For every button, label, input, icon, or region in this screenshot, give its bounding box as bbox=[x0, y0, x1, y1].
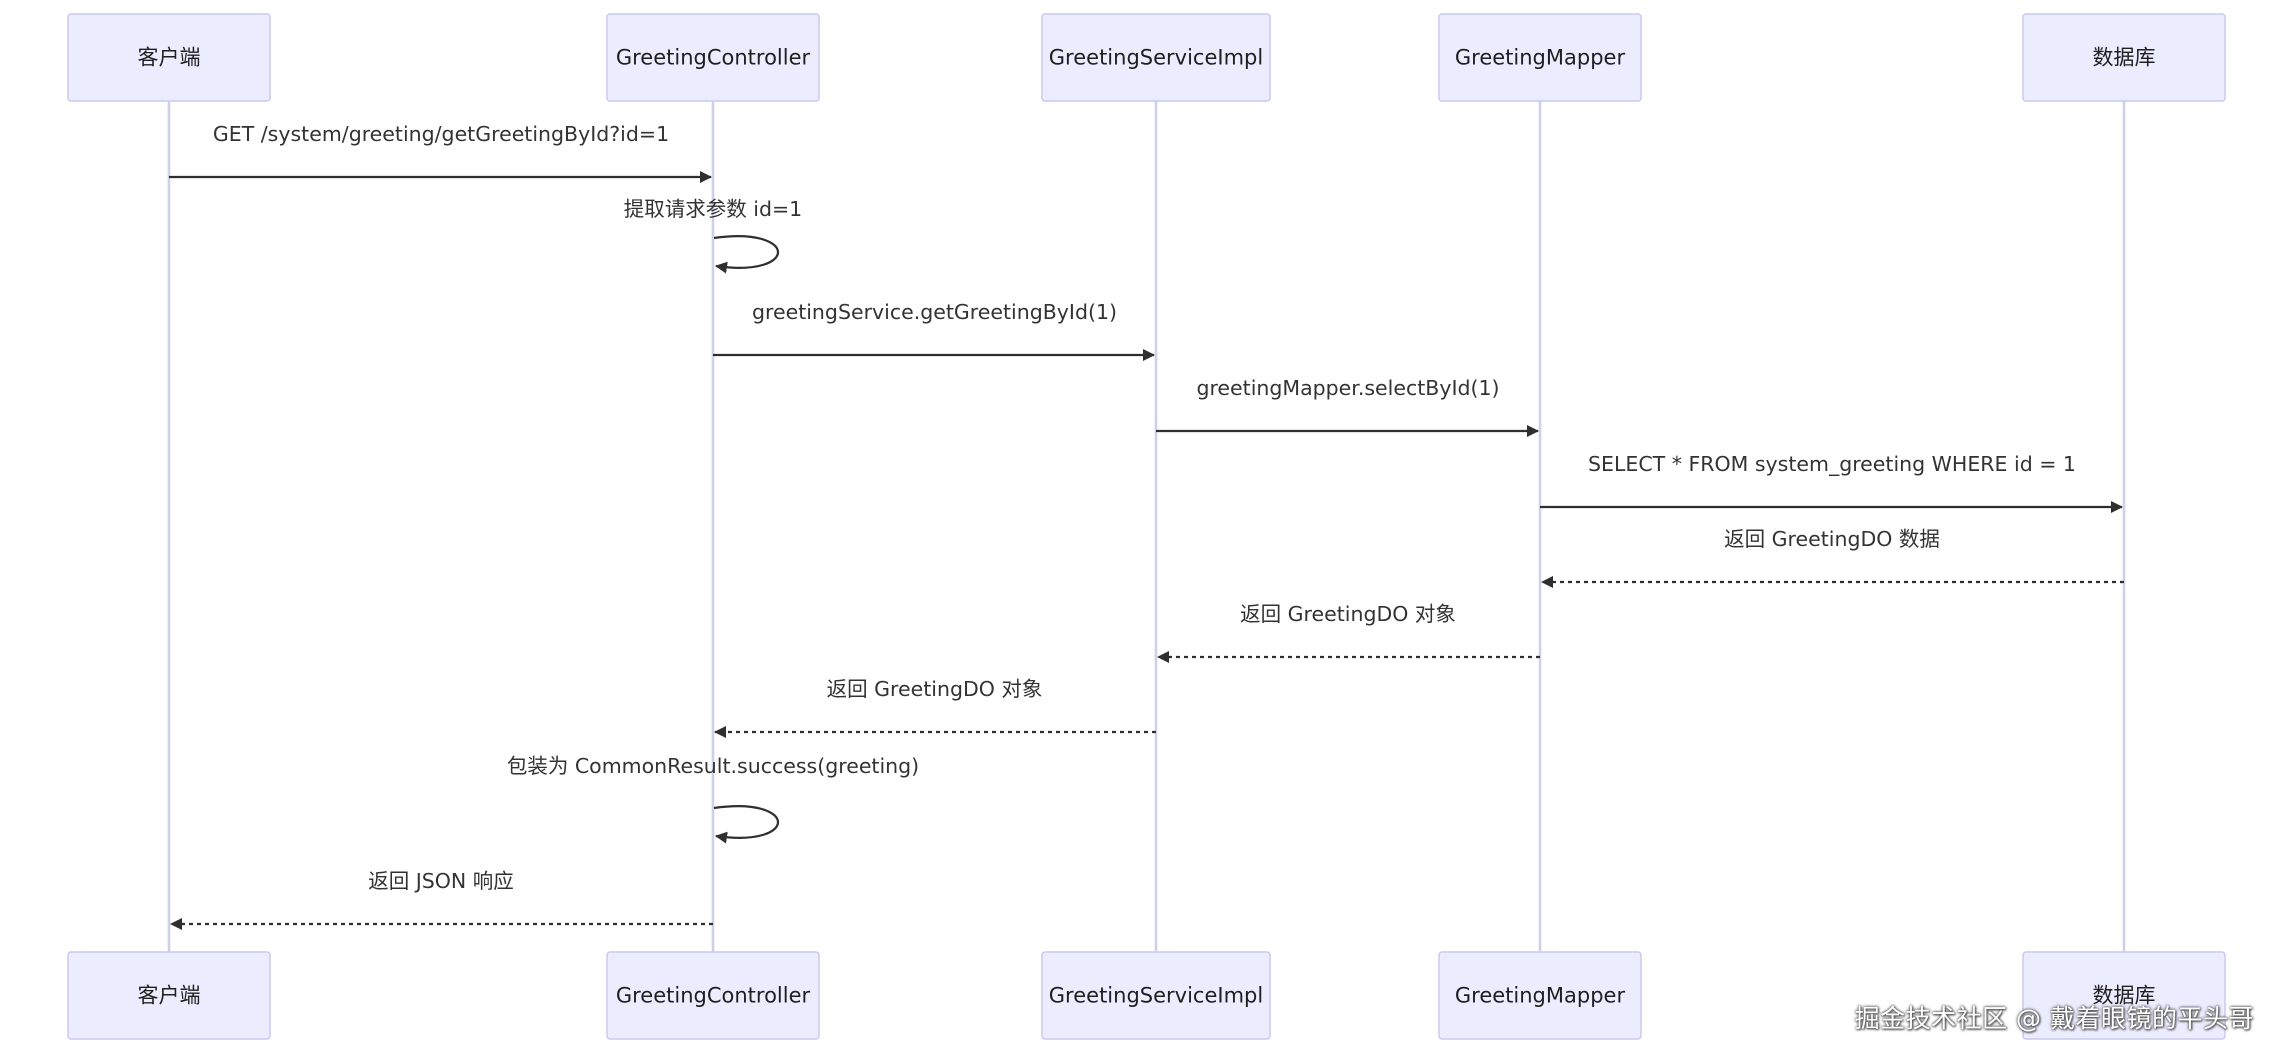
message-2: 提取请求参数 id=1 bbox=[624, 197, 802, 274]
message-label: greetingMapper.selectById(1) bbox=[1196, 376, 1499, 400]
participant-label: GreetingMapper bbox=[1455, 46, 1626, 70]
message-label: greetingService.getGreetingById(1) bbox=[752, 300, 1117, 324]
participant-box bbox=[1041, 951, 1271, 1040]
message-9: 包装为 CommonResult.success(greeting) bbox=[507, 754, 919, 844]
messages: GET /system/greeting/getGreetingById?id=… bbox=[169, 122, 2124, 930]
participant-box bbox=[67, 951, 271, 1040]
participant-label: GreetingController bbox=[616, 46, 811, 70]
message-8: 返回 GreetingDO 对象 bbox=[714, 677, 1156, 738]
participant-label: 客户端 bbox=[138, 46, 201, 70]
watermark-text: 掘金技术社区 @ 戴着眼镜的平头哥 bbox=[1854, 1004, 2254, 1033]
participant-box bbox=[1438, 13, 1642, 102]
participant-label: GreetingServiceImpl bbox=[1049, 984, 1263, 1008]
participant-service-top: GreetingServiceImpl bbox=[1041, 13, 1271, 102]
message-label: SELECT * FROM system_greeting WHERE id =… bbox=[1588, 452, 2076, 477]
participants: 客户端客户端GreetingControllerGreetingControll… bbox=[67, 13, 2226, 1040]
message-label: 返回 GreetingDO 数据 bbox=[1724, 527, 1940, 551]
message-1: GET /system/greeting/getGreetingById?id=… bbox=[169, 122, 712, 183]
self-call-arrow bbox=[713, 235, 779, 274]
message-label: 提取请求参数 id=1 bbox=[624, 197, 802, 221]
message-3: greetingService.getGreetingById(1) bbox=[713, 300, 1155, 361]
participant-label: 数据库 bbox=[2093, 46, 2156, 70]
participant-controller-bottom: GreetingController bbox=[606, 951, 820, 1040]
participant-label: 数据库 bbox=[2093, 984, 2156, 1008]
participant-controller-top: GreetingController bbox=[606, 13, 820, 102]
participant-label: GreetingServiceImpl bbox=[1049, 46, 1263, 70]
participant-box bbox=[606, 951, 820, 1040]
message-label: GET /system/greeting/getGreetingById?id=… bbox=[213, 122, 669, 146]
message-5: SELECT * FROM system_greeting WHERE id =… bbox=[1540, 452, 2123, 513]
participant-mapper-top: GreetingMapper bbox=[1438, 13, 1642, 102]
participant-box bbox=[2022, 951, 2226, 1040]
message-label: 包装为 CommonResult.success(greeting) bbox=[507, 754, 919, 778]
participant-box bbox=[1041, 13, 1271, 102]
participant-label: 客户端 bbox=[138, 984, 201, 1008]
participant-box bbox=[2022, 13, 2226, 102]
self-call-arrow bbox=[713, 805, 779, 844]
message-label: 返回 GreetingDO 对象 bbox=[1240, 602, 1456, 626]
participant-client-top: 客户端 bbox=[67, 13, 271, 102]
participant-db-top: 数据库 bbox=[2022, 13, 2226, 102]
participant-mapper-bottom: GreetingMapper bbox=[1438, 951, 1642, 1040]
participant-box bbox=[67, 13, 271, 102]
participant-db-bottom: 数据库 bbox=[2022, 951, 2226, 1040]
message-7: 返回 GreetingDO 对象 bbox=[1157, 602, 1540, 663]
participant-box bbox=[606, 13, 820, 102]
participant-client-bottom: 客户端 bbox=[67, 951, 271, 1040]
message-10: 返回 JSON 响应 bbox=[170, 869, 713, 930]
participant-service-bottom: GreetingServiceImpl bbox=[1041, 951, 1271, 1040]
lifelines bbox=[167, 101, 2126, 952]
participant-label: GreetingMapper bbox=[1455, 984, 1626, 1008]
message-6: 返回 GreetingDO 数据 bbox=[1541, 527, 2124, 588]
message-label: 返回 JSON 响应 bbox=[368, 869, 514, 893]
participant-label: GreetingController bbox=[616, 984, 811, 1008]
participant-box bbox=[1438, 951, 1642, 1040]
message-4: greetingMapper.selectById(1) bbox=[1156, 376, 1539, 437]
message-label: 返回 GreetingDO 对象 bbox=[827, 677, 1043, 701]
